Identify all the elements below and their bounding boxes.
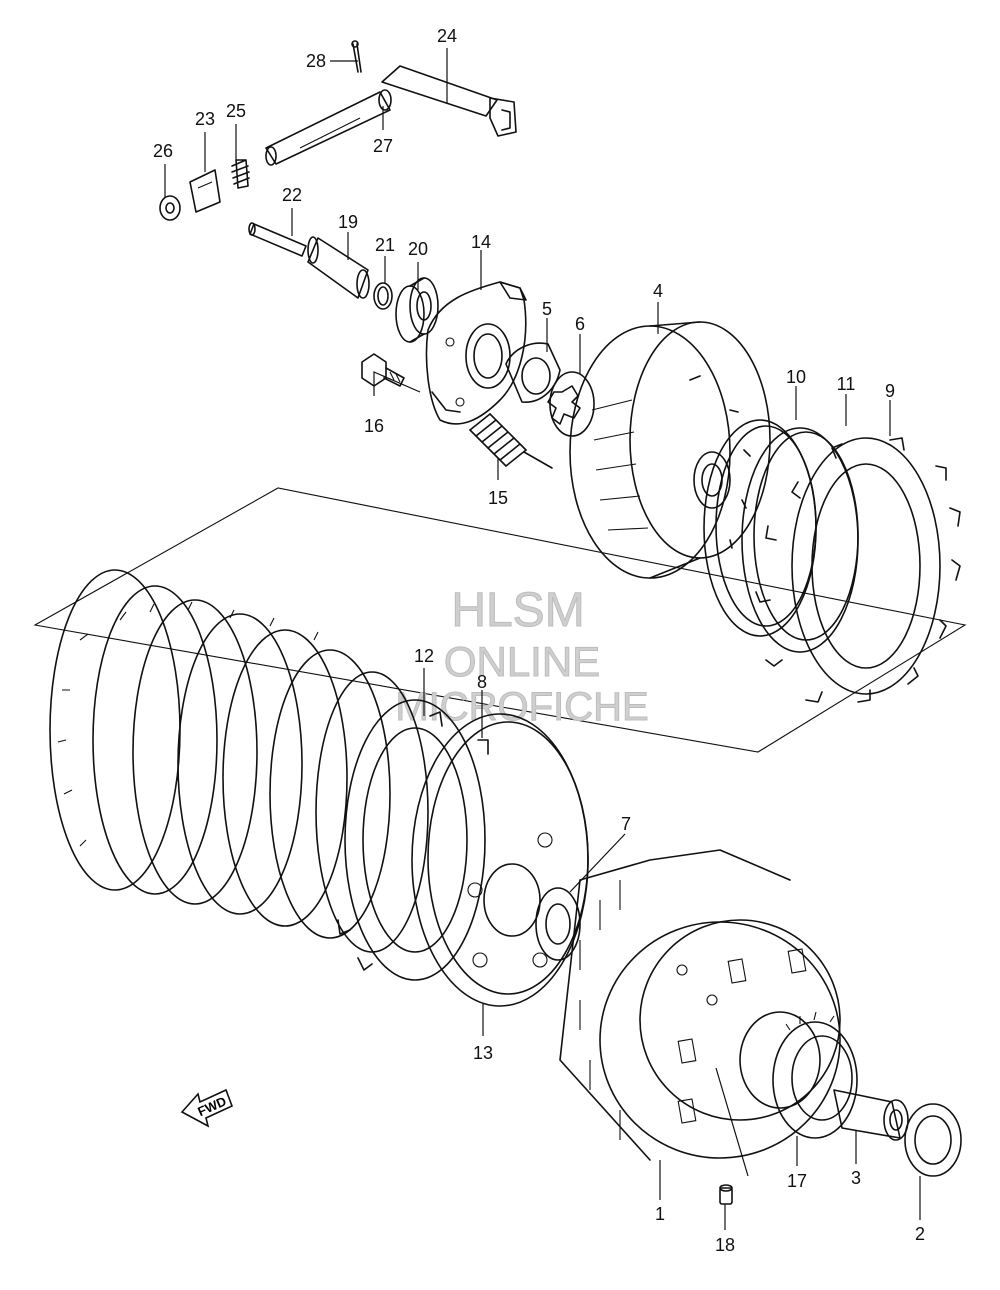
callout-11: 11	[837, 374, 856, 394]
callout-9: 9	[885, 381, 895, 401]
part-18-pin	[719, 1184, 733, 1205]
part-1-clutch-housing	[559, 849, 841, 1161]
part-16-bolt	[361, 353, 405, 387]
part-3-spacer	[833, 1089, 909, 1141]
part-25-spring	[231, 159, 250, 189]
callout-21: 21	[375, 235, 395, 255]
part-15-clutch-spring	[469, 413, 553, 469]
callout-22: 22	[282, 185, 302, 205]
part-27-release-shaft	[265, 89, 392, 166]
callout-2: 2	[915, 1224, 925, 1244]
part-11-spring-washer	[741, 427, 859, 653]
part-28-cotter-pin	[351, 40, 362, 73]
callout-26: 26	[153, 141, 173, 161]
callout-16: 16	[364, 416, 384, 436]
part-10-plate	[703, 419, 817, 637]
part-12-8-plates	[337, 699, 489, 981]
part-24-release-arm	[381, 65, 517, 137]
callout-23: 23	[195, 109, 215, 129]
callout-13: 13	[473, 1043, 493, 1063]
part-22-push-rod	[248, 222, 307, 257]
callout-4: 4	[653, 281, 663, 301]
callout-3: 3	[851, 1168, 861, 1188]
callout-14: 14	[471, 232, 491, 252]
watermark-line2: ONLINE	[444, 638, 600, 685]
part-20-bearing	[395, 277, 439, 343]
plate-group-outline	[33, 487, 967, 753]
fwd-arrow-icon: FWD	[180, 1088, 234, 1128]
callout-8: 8	[477, 672, 487, 692]
callout-15: 15	[488, 488, 508, 508]
part-19-push-piece	[307, 236, 370, 299]
callout-25: 25	[226, 101, 246, 121]
callout-10: 10	[786, 367, 806, 387]
callout-6: 6	[575, 314, 585, 334]
part-13-pressure-disc	[411, 713, 589, 1007]
part-2-thrust-washer	[904, 1103, 962, 1177]
watermark-line1: HLSM	[451, 584, 584, 637]
part-23-lock-plate	[189, 169, 221, 213]
plate-stack	[49, 569, 429, 953]
watermark-line3: MICROFICHE	[395, 685, 648, 729]
part-14-pressure-plate	[425, 281, 527, 425]
callout-27: 27	[373, 136, 393, 156]
callout-12: 12	[414, 646, 434, 666]
callout-labels: 28 24 27 25 23 26 22 19 21 20 14 4 5 6 1…	[153, 26, 925, 1255]
part-4-sleeve-hub	[569, 321, 771, 579]
callout-19: 19	[338, 212, 358, 232]
callout-5: 5	[542, 299, 552, 319]
callout-17: 17	[787, 1171, 807, 1191]
part-7-washer	[535, 887, 581, 961]
part-21-o-ring	[373, 282, 393, 310]
callout-18: 18	[715, 1235, 735, 1255]
callout-24: 24	[437, 26, 457, 46]
part-17-gear	[772, 1011, 858, 1139]
callout-20: 20	[408, 239, 428, 259]
part-26-washer	[159, 195, 181, 221]
leader-lines	[164, 48, 921, 1230]
callout-1: 1	[655, 1204, 665, 1224]
part-9-drive-plate	[755, 437, 961, 703]
callout-28: 28	[306, 51, 326, 71]
callout-7: 7	[621, 814, 631, 834]
part-5-nut	[505, 342, 561, 403]
